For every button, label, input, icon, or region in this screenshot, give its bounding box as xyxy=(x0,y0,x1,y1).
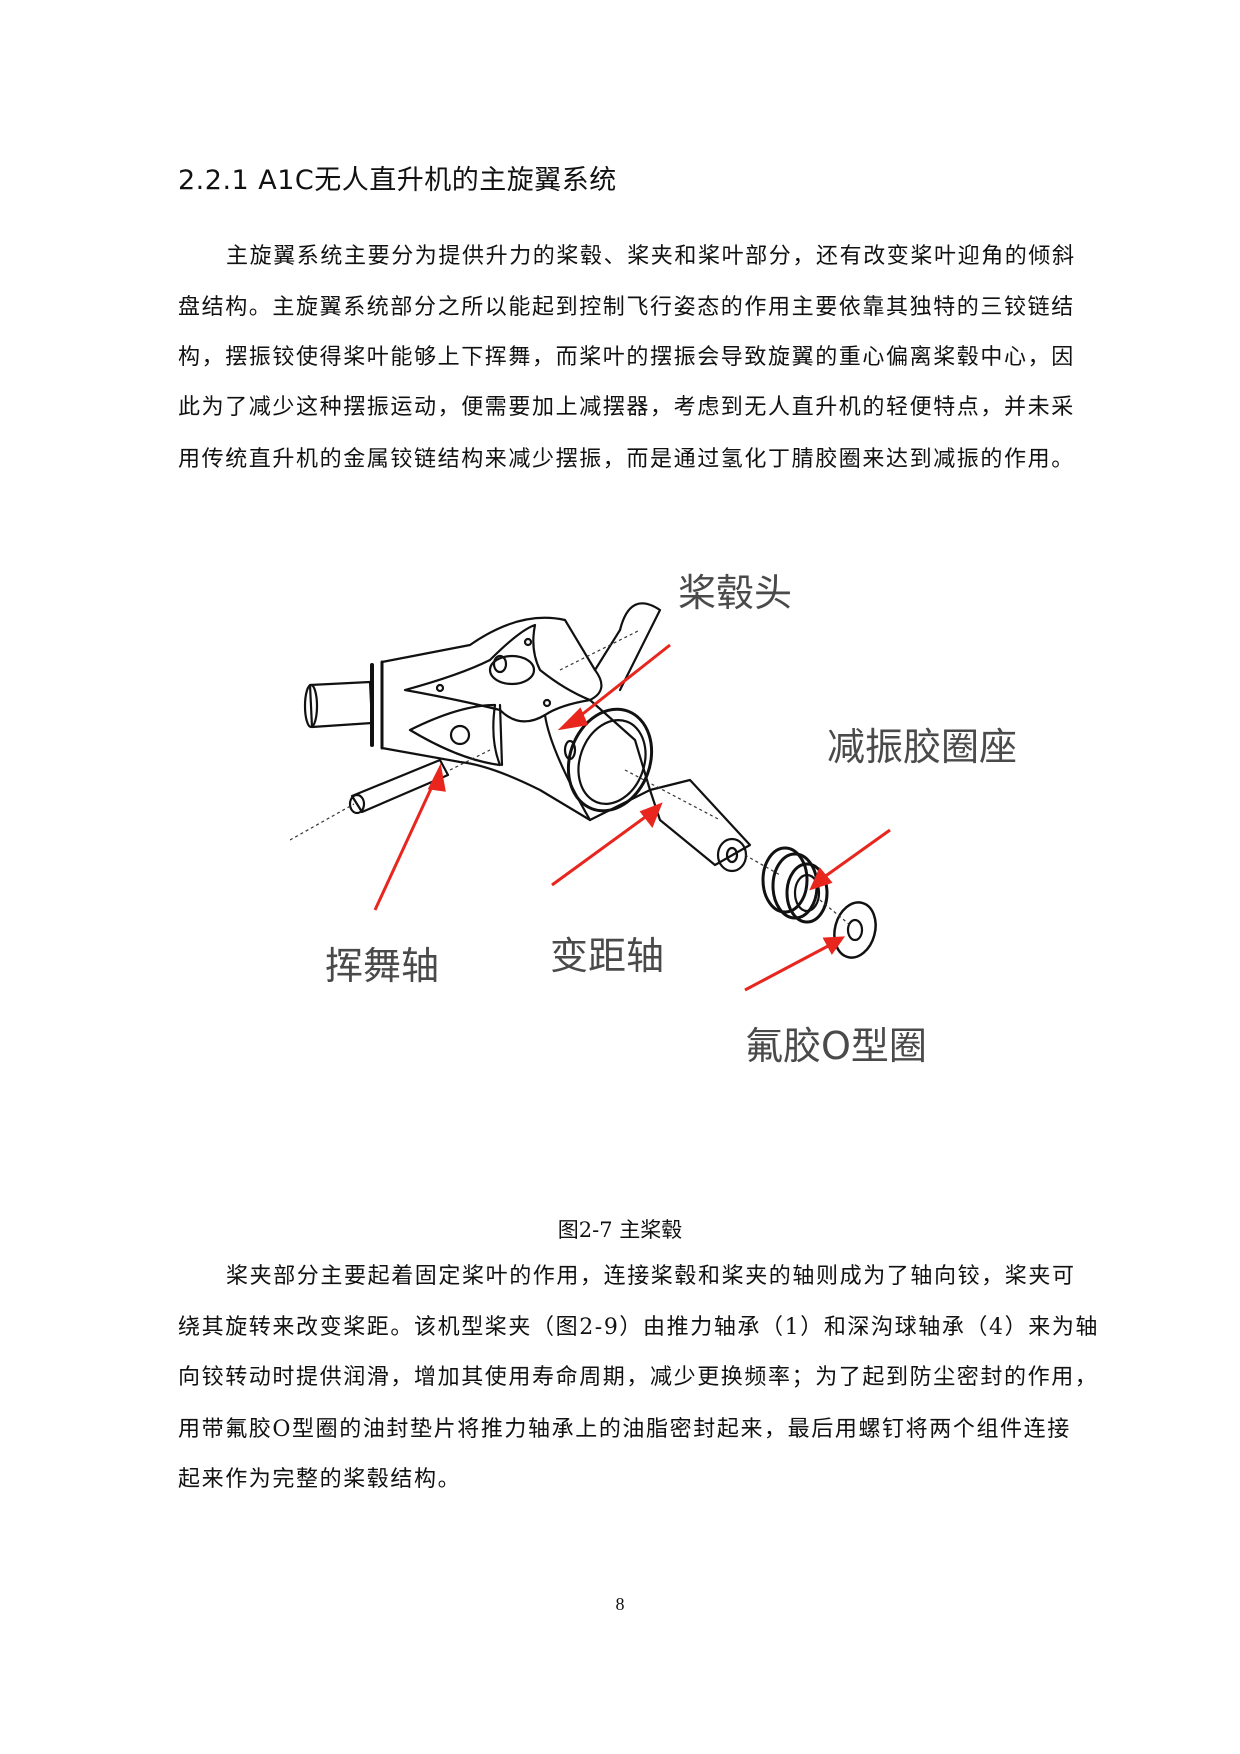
label-pitch-shaft: 变距轴 xyxy=(550,934,665,978)
paragraph-line: 桨夹部分主要起着固定桨叶的作用，连接桨毂和桨夹的轴则成为了轴向铰，桨夹可 xyxy=(226,1264,1076,1289)
page-number: 8 xyxy=(615,1594,625,1614)
paragraph-line: 主旋翼系统主要分为提供升力的桨毂、桨夹和桨叶部分，还有改变桨叶迎角的倾斜 xyxy=(226,244,1076,269)
rotor-hub-figure: 桨毂头 减振胶圈座 挥舞轴 变距轴 氟胶O型圈 xyxy=(290,571,1030,1190)
label-damper-seat: 减振胶圈座 xyxy=(827,725,1018,769)
exploded-hub-drawing xyxy=(290,602,891,992)
paragraph-line: 此为了减少这种摆振运动，便需要加上减摆器，考虑到无人直升机的轻便特点，并未采 xyxy=(178,395,1075,420)
paragraph-line: 用带氟胶O型圈的油封垫片将推力轴承上的油脂密封起来，最后用螺钉将两个组件连接 xyxy=(178,1417,1071,1442)
figure-caption: 图2-7 主桨毂 xyxy=(557,1218,683,1242)
paragraph-line: 用传统直升机的金属铰链结构来减少摆振，而是通过氢化丁腈胶圈来达到减振的作用。 xyxy=(178,447,1075,472)
paragraph-line: 盘结构。主旋翼系统部分之所以能起到控制飞行姿态的作用主要依靠其独特的三铰链结 xyxy=(178,295,1075,320)
paragraph-line: 向铰转动时提供润滑，增加其使用寿命周期，减少更换频率；为了起到防尘密封的作用， xyxy=(178,1365,1099,1390)
label-flapping-shaft: 挥舞轴 xyxy=(325,944,440,988)
paragraph-line: 构，摆振铰使得桨叶能够上下挥舞，而桨叶的摆振会导致旋翼的重心偏离桨毂中心，因 xyxy=(178,345,1075,370)
paragraph-line: 起来作为完整的桨毂结构。 xyxy=(178,1467,462,1492)
label-fluoro-oring: 氟胶O型圈 xyxy=(745,1024,927,1068)
section-heading: 2.2.1 A1C无人直升机的主旋翼系统 xyxy=(178,165,617,196)
paragraph-line: 绕其旋转来改变桨距。该机型桨夹（图2-9）由推力轴承（1）和深沟球轴承（4）来为… xyxy=(178,1315,1100,1340)
label-hub-head: 桨毂头 xyxy=(678,571,793,615)
